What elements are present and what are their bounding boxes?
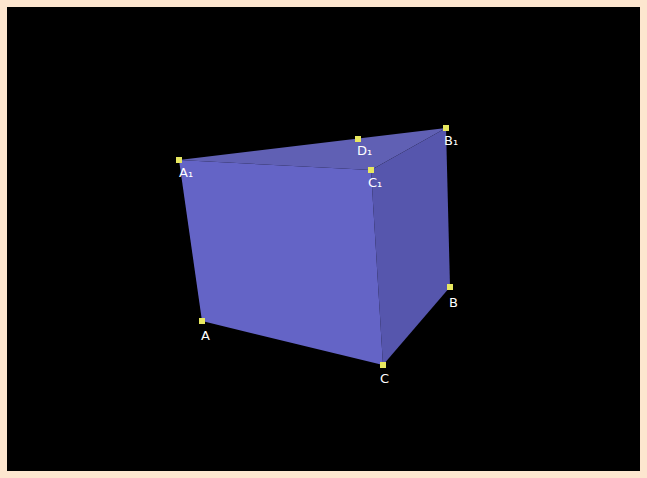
vertex-label: A₁ [179, 166, 193, 179]
vertex-label: C₁ [368, 176, 382, 189]
vertex-label: A [201, 329, 210, 342]
vertex-label: C [380, 372, 389, 385]
vertex-label: B [449, 296, 458, 309]
vertex-label: B₁ [444, 134, 458, 147]
vertex-label: D₁ [357, 144, 372, 157]
vertex-markers [176, 125, 453, 368]
right-face [371, 128, 450, 365]
front-face [179, 160, 383, 365]
